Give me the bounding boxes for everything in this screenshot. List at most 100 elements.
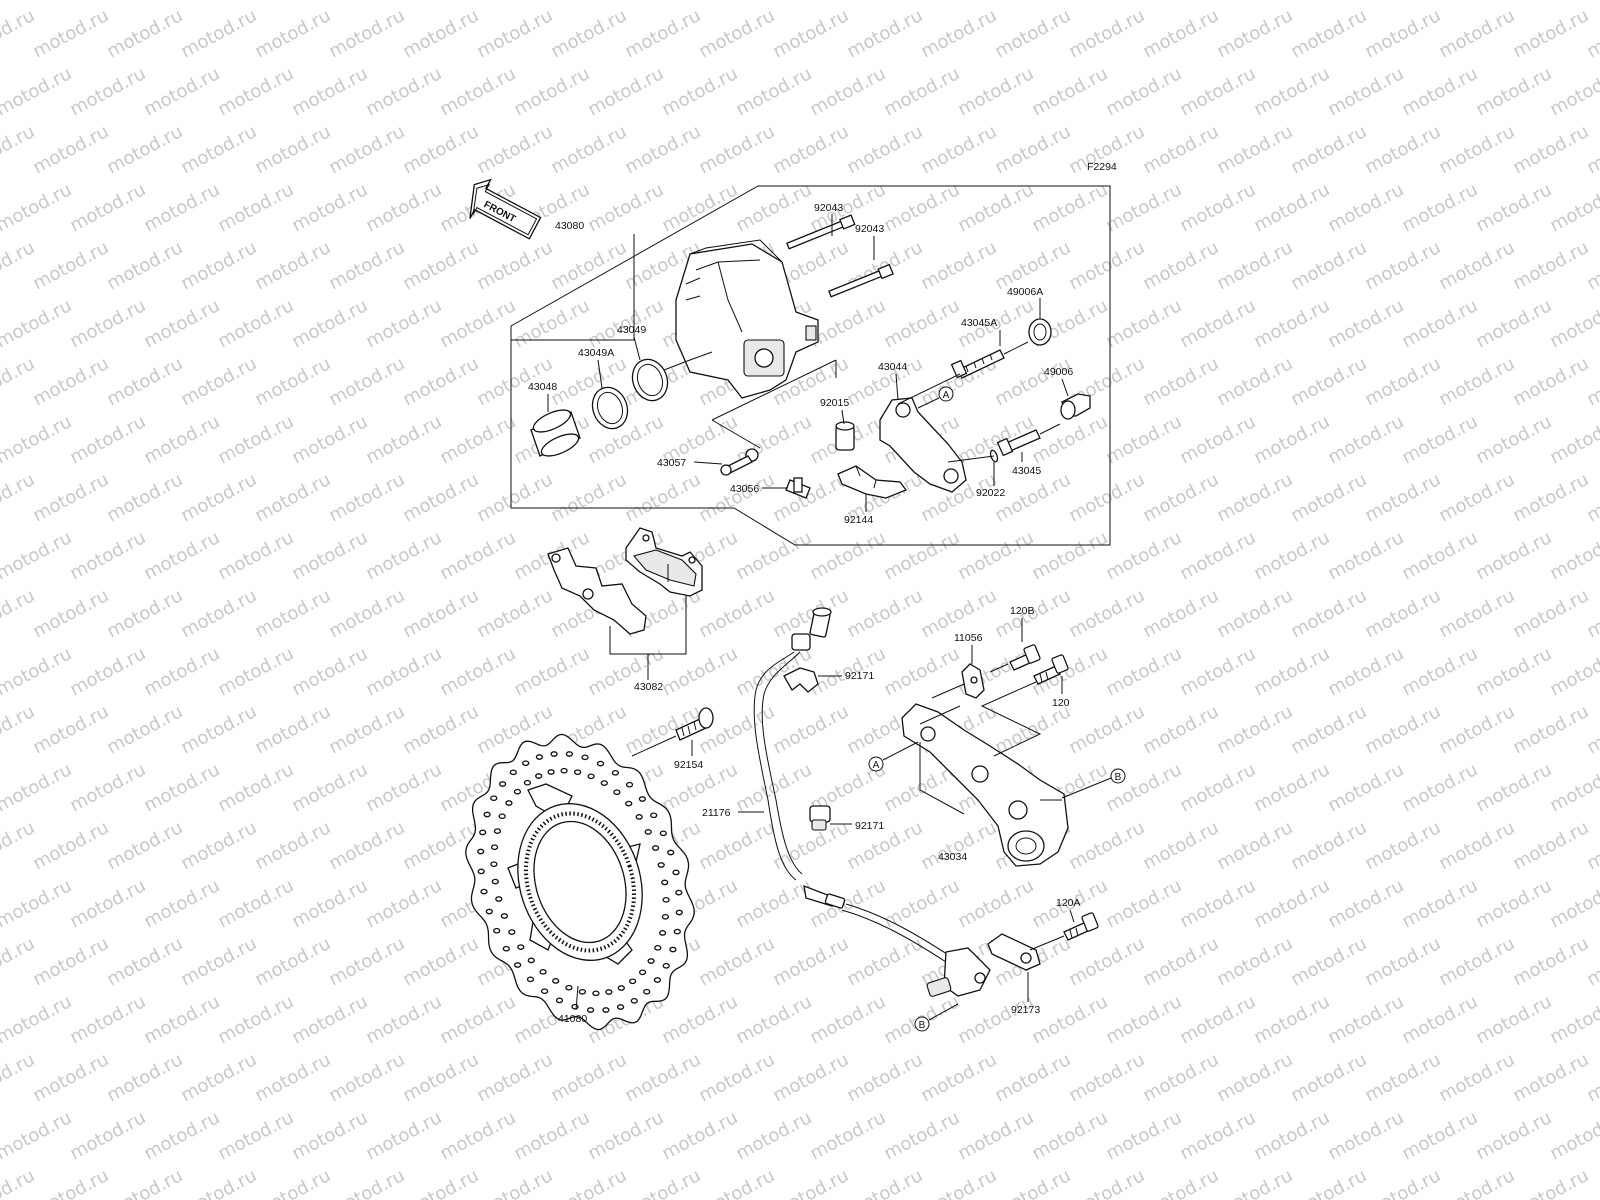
- ref-b-lower-leader: [928, 1003, 959, 1021]
- watermark-text: motod.ru: [1472, 643, 1555, 700]
- disc-hole: [565, 984, 573, 991]
- watermark-text: motod.ru: [362, 411, 445, 468]
- watermark-text: motod.ru: [214, 63, 297, 120]
- watermark-text: motod.ru: [843, 1165, 926, 1200]
- watermark-text: motod.ru: [695, 585, 778, 642]
- watermark-text: motod.ru: [806, 991, 889, 1048]
- watermark-text: motod.ru: [214, 991, 297, 1048]
- watermark-text: motod.ru: [1435, 469, 1518, 526]
- watermark-text: motod.ru: [1472, 1107, 1555, 1164]
- watermark-text: motod.ru: [917, 1049, 1000, 1106]
- watermark-text: motod.ru: [29, 1165, 112, 1200]
- watermark-text: motod.ru: [1398, 1107, 1481, 1164]
- watermark-text: motod.ru: [1509, 121, 1592, 178]
- watermark-text: motod.ru: [1361, 353, 1444, 410]
- watermark-text: motod.ru: [1176, 0, 1259, 4]
- sensor-plate-92173: [987, 933, 1041, 971]
- watermark-text: motod.ru: [843, 121, 926, 178]
- callout-49006: 49006: [1044, 366, 1073, 378]
- bolt-120B: [1009, 644, 1041, 671]
- disc-hole: [600, 780, 608, 786]
- watermark-text: motod.ru: [1398, 295, 1481, 352]
- callout-43049A: 43049A: [578, 347, 614, 359]
- watermark-text: motod.ru: [1102, 1107, 1185, 1164]
- watermark-text: motod.ru: [1250, 1107, 1333, 1164]
- watermark-text: motod.ru: [769, 933, 852, 990]
- callout-43056: 43056: [730, 483, 759, 495]
- watermark-text: motod.ru: [658, 63, 741, 120]
- watermark-text: motod.ru: [0, 121, 38, 178]
- watermark-text: motod.ru: [1176, 527, 1259, 584]
- watermark-text: motod.ru: [251, 933, 334, 990]
- watermark-text: motod.ru: [473, 585, 556, 642]
- callout-92022: 92022: [976, 487, 1005, 499]
- watermark-text: motod.ru: [103, 237, 186, 294]
- watermark-text: motod.ru: [1324, 1107, 1407, 1164]
- pin-guide-upper: [897, 341, 1029, 405]
- bolt-guide-120A: [1029, 935, 1065, 951]
- watermark-text: motod.ru: [1287, 817, 1370, 874]
- abs-sensor-harness-21176: [753, 607, 991, 997]
- watermark-text: motod.ru: [1065, 469, 1148, 526]
- clamp-92171-lower: [809, 805, 831, 831]
- watermark-text: motod.ru: [1102, 295, 1185, 352]
- watermark-text: motod.ru: [621, 1165, 704, 1200]
- watermark-text: motod.ru: [584, 1107, 667, 1164]
- watermark-text: motod.ru: [177, 701, 260, 758]
- watermark-text: motod.ru: [325, 1165, 408, 1200]
- watermark-text: motod.ru: [769, 817, 852, 874]
- callout-92154: 92154: [674, 759, 703, 771]
- watermark-text: motod.ru: [399, 585, 482, 642]
- watermark-text: motod.ru: [140, 991, 223, 1048]
- disc-hole: [527, 957, 535, 964]
- watermark-text: motod.ru: [1509, 1165, 1592, 1200]
- watermark-text: motod.ru: [0, 411, 75, 468]
- watermark-text: motod.ru: [1324, 527, 1407, 584]
- callout-43082: 43082: [634, 681, 663, 693]
- disc-hole: [560, 767, 568, 774]
- watermark-text: motod.ru: [362, 0, 445, 4]
- disc-hole: [535, 773, 543, 779]
- watermark-text: motod.ru: [991, 701, 1074, 758]
- watermark-text: motod.ru: [917, 237, 1000, 294]
- watermark-text: motod.ru: [1472, 527, 1555, 584]
- watermark-text: motod.ru: [214, 643, 297, 700]
- watermark-text: motod.ru: [880, 875, 963, 932]
- callout-92171-a: 92171: [845, 670, 874, 682]
- watermark-text: motod.ru: [288, 875, 371, 932]
- watermark-text: motod.ru: [214, 875, 297, 932]
- watermark-text: motod.ru: [0, 817, 38, 874]
- watermark-text: motod.ru: [1398, 643, 1481, 700]
- disc-hole: [513, 788, 522, 795]
- brake-holder-43034: [901, 703, 1069, 867]
- watermark-text: motod.ru: [473, 5, 556, 62]
- watermark-text: motod.ru: [547, 469, 630, 526]
- ref-circle-b-lower: B: [914, 1016, 930, 1032]
- watermark-text: motod.ru: [0, 527, 75, 584]
- watermark-text: motod.ru: [436, 411, 519, 468]
- watermark-text: motod.ru: [806, 527, 889, 584]
- watermark-text: motod.ru: [251, 817, 334, 874]
- watermark-text: motod.ru: [1324, 179, 1407, 236]
- watermark-text: motod.ru: [177, 1049, 260, 1106]
- disc-hole: [522, 760, 530, 767]
- watermark-text: motod.ru: [1176, 295, 1259, 352]
- callout-92171-b: 92171: [855, 820, 884, 832]
- watermark-text: motod.ru: [1546, 991, 1600, 1048]
- watermark-text: motod.ru: [473, 1049, 556, 1106]
- watermark-text: motod.ru: [1102, 759, 1185, 816]
- watermark-text: motod.ru: [473, 469, 556, 526]
- disc-hole: [625, 800, 633, 807]
- watermark-text: motod.ru: [1324, 875, 1407, 932]
- disc-hole: [479, 829, 487, 836]
- watermark-text: motod.ru: [806, 0, 889, 4]
- front-arrow: FRONT: [469, 178, 542, 240]
- callout-49006A: 49006A: [1007, 286, 1043, 298]
- watermark-text: motod.ru: [1509, 933, 1592, 990]
- bolt-120: [1033, 654, 1069, 685]
- watermark-text: motod.ru: [1102, 875, 1185, 932]
- watermark-text: motod.ru: [1250, 179, 1333, 236]
- disc-hole: [565, 751, 574, 757]
- watermark-text: motod.ru: [1065, 1049, 1148, 1106]
